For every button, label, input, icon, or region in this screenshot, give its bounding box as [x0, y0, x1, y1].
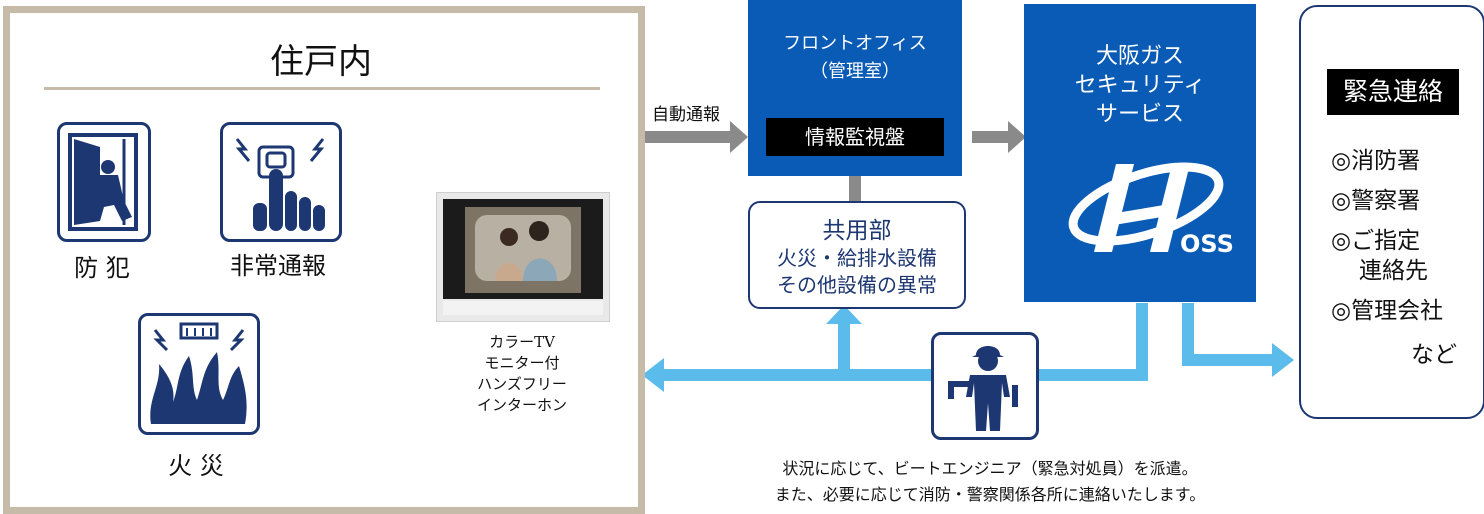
- arrow-to-osaka-gas: [972, 121, 1026, 153]
- arrow-auto-report: [640, 121, 748, 153]
- contact-item: ◎管理会社: [1331, 298, 1444, 324]
- oss-logo-mark: [1068, 162, 1224, 252]
- monitor-label-line: インターホン: [476, 396, 567, 414]
- footnote: 状況に応じて、ビートエンジニア（緊急対処員）を派遣。 また、必要に応じて消防・警…: [690, 456, 1290, 508]
- contact-item: ◎消防署: [1331, 148, 1421, 174]
- front-office-title: フロントオフィス （管理室）: [748, 0, 962, 86]
- engineer-icon: [931, 332, 1039, 440]
- auto-report-label: 自動通報: [652, 105, 720, 125]
- monitor-label-line: カラーTV: [489, 333, 555, 351]
- contact-item: 連絡先: [1359, 258, 1428, 284]
- osaka-gas-title-line: セキュリティ: [1074, 73, 1206, 98]
- fire-icon: [138, 313, 260, 435]
- crime-prevention-icon: [57, 122, 151, 242]
- emergency-contact-title: 緊急連絡: [1327, 69, 1459, 115]
- monitor-screen: [465, 207, 581, 293]
- inhouse-title: 住戸内: [270, 42, 372, 82]
- monitor-label-line: ハンズフリー: [477, 375, 567, 393]
- crime-prevention-label: 防 犯: [74, 254, 130, 282]
- contact-item: ◎ご指定: [1331, 228, 1421, 254]
- contact-item: など: [1411, 342, 1457, 368]
- shared-area-line: 火災・給排水設備: [777, 246, 937, 270]
- front-office-title-line: （管理室）: [810, 61, 900, 82]
- monitoring-panel: 情報監視盤: [766, 118, 944, 156]
- osaka-gas-title-line: 大阪ガス: [1095, 44, 1184, 69]
- footnote-line: また、必要に応じて消防・警察関係各所に連絡いたします。: [774, 485, 1206, 504]
- oss-logo: OSS: [1064, 154, 1244, 264]
- osaka-gas-title-line: サービス: [1095, 102, 1184, 127]
- inhouse-divider: [44, 87, 600, 90]
- shared-area-box: 共用部 火災・給排水設備 その他設備の異常: [748, 201, 966, 309]
- osaka-gas-title: 大阪ガス セキュリティ サービス: [1024, 4, 1256, 129]
- monitor-label: カラーTV モニター付 ハンズフリー インターホン: [432, 332, 612, 416]
- fire-label: 火 災: [168, 452, 224, 480]
- monitor-label-line: モニター付: [484, 354, 560, 372]
- monitor-control-strip: [443, 301, 603, 315]
- front-office-title-line: フロントオフィス: [783, 33, 927, 54]
- oss-logo-text: OSS: [1180, 230, 1234, 258]
- shared-area-title: 共用部: [822, 218, 892, 244]
- emergency-call-icon: [220, 122, 342, 242]
- osaka-gas-security-box: 大阪ガス セキュリティ サービス OSS: [1024, 4, 1256, 302]
- intercom-monitor-image: [436, 192, 610, 322]
- emergency-call-label: 非常通報: [230, 252, 326, 280]
- footnote-line: 状況に応じて、ビートエンジニア（緊急対処員）を派遣。: [782, 459, 1198, 478]
- contact-item: ◎警察署: [1331, 188, 1421, 214]
- emergency-contact-box: 緊急連絡 ◎消防署 ◎警察署 ◎ご指定 連絡先 ◎管理会社 など: [1299, 5, 1484, 419]
- shared-area-line: その他設備の異常: [777, 273, 937, 297]
